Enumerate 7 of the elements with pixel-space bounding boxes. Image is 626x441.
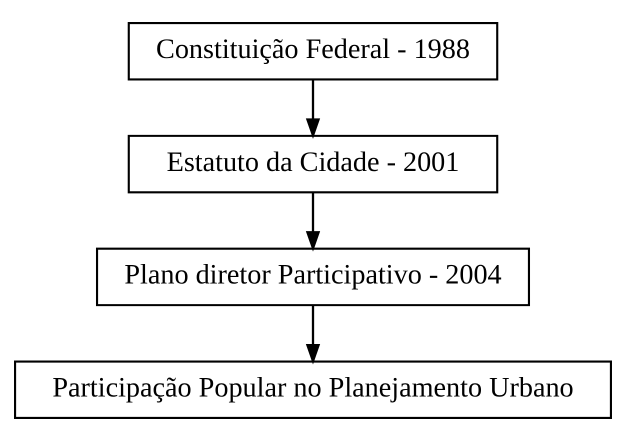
node-box: Estatuto da Cidade - 2001 — [128, 134, 498, 194]
arrow — [306, 305, 320, 364]
node-box: Participação Popular no Planejamento Urbano — [14, 360, 612, 419]
node-box: Plano diretor Participativo - 2004 — [96, 248, 530, 306]
node-box: Constituição Federal - 1988 — [128, 22, 498, 81]
arrow — [306, 79, 320, 139]
arrow — [306, 192, 320, 252]
